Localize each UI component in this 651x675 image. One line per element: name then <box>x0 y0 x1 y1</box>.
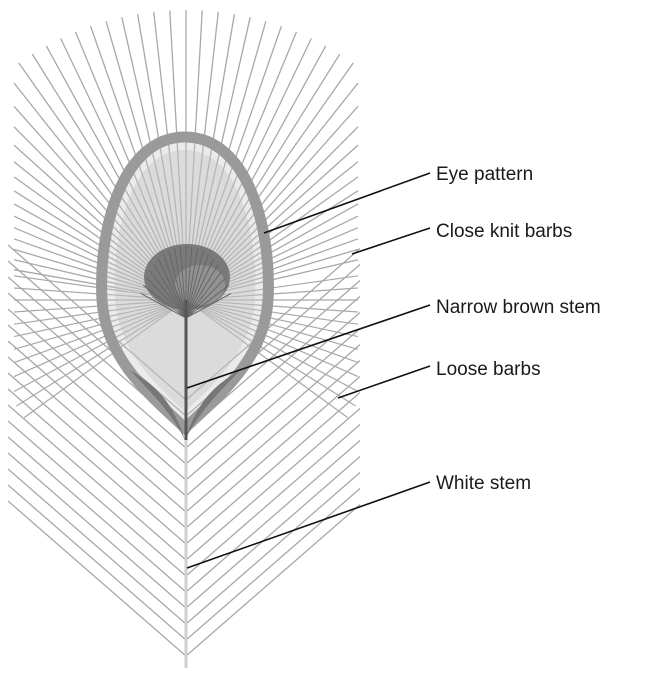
loose-barb <box>186 473 360 625</box>
eye-pattern-callout-line <box>264 173 430 233</box>
eye-pattern-label: Eye pattern <box>436 164 533 185</box>
loose-barb <box>186 457 360 609</box>
loose-barb <box>8 405 186 560</box>
loose-barbs-label: Loose barbs <box>436 359 541 380</box>
loose-barb <box>8 437 186 592</box>
white-stem-label: White stem <box>436 473 531 494</box>
close-knit-barbs-callout-line <box>352 228 430 254</box>
loose-barb <box>186 393 360 545</box>
loose-barb <box>8 389 186 544</box>
close-knit-barbs-label: Close knit barbs <box>436 221 572 242</box>
loose-barb <box>186 489 360 641</box>
loose-barb <box>186 425 360 577</box>
loose-barb <box>186 505 360 657</box>
loose-barb <box>8 421 186 576</box>
loose-barb <box>8 485 186 640</box>
loose-barb <box>8 469 186 624</box>
narrow-brown-stem-label: Narrow brown stem <box>436 297 601 318</box>
loose-barb <box>8 501 186 656</box>
loose-barb <box>8 453 186 608</box>
loose-barbs-callout-line <box>338 366 430 398</box>
